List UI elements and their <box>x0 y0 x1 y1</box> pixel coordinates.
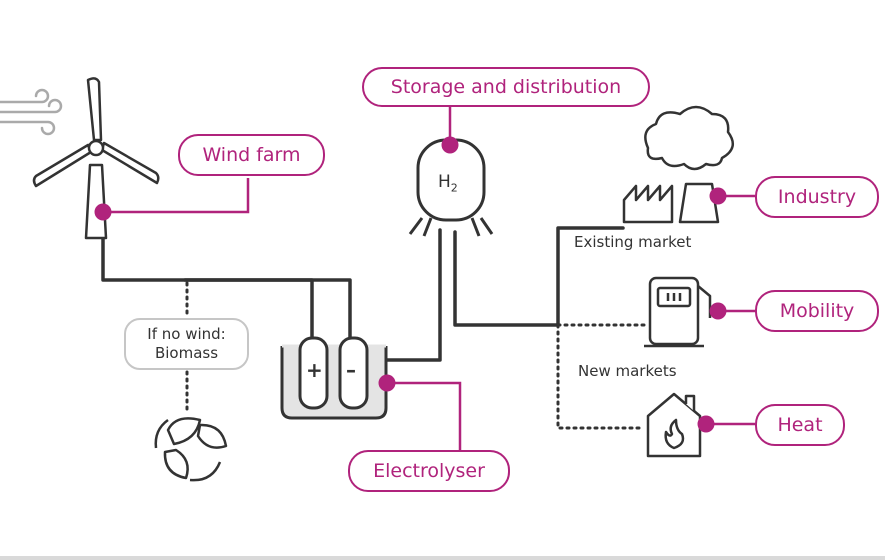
wind-farm-label: Wind farm <box>178 134 325 176</box>
recycle-leaves-icon <box>154 417 228 482</box>
h2-label: H2 <box>438 172 458 194</box>
heat-label: Heat <box>755 404 845 446</box>
bottom-border <box>0 556 885 560</box>
industry-label: Industry <box>755 176 879 218</box>
new-markets-label: New markets <box>578 362 677 380</box>
existing-market-line <box>556 226 625 327</box>
electrolyser-minus: – <box>346 358 356 382</box>
wind-turbine-icon <box>32 77 160 240</box>
house-flame-icon <box>646 392 702 458</box>
new-markets-dotted-line-2 <box>556 323 642 430</box>
biomass-line-1: If no wind: <box>147 325 226 343</box>
hydrogen-tank-icon <box>408 138 494 237</box>
heat-dot <box>697 415 715 433</box>
fuel-pump-icon <box>644 276 712 348</box>
storage-label: Storage and distribution <box>362 67 650 107</box>
existing-market-label: Existing market <box>574 233 692 251</box>
wind-lines-icon <box>0 88 63 136</box>
electrolyser-plus: + <box>306 358 323 382</box>
h2-main: H <box>438 172 451 192</box>
electrolyser-leader <box>387 381 462 452</box>
factory-icon <box>622 105 735 224</box>
electrolyser-dot <box>378 374 396 392</box>
wind-to-electrolyser-line-2 <box>183 278 352 342</box>
wind-leader <box>105 178 250 214</box>
biomass-line-2: Biomass <box>154 344 219 362</box>
biomass-label: If no wind: Biomass <box>124 318 249 370</box>
wind-dot <box>94 203 112 221</box>
h2-sub: 2 <box>450 181 458 195</box>
storage-to-market-line <box>453 230 560 327</box>
mobility-dot <box>709 302 727 320</box>
industry-dot <box>709 187 727 205</box>
mobility-label: Mobility <box>755 290 879 332</box>
electrolyser-to-storage-line <box>383 228 442 362</box>
storage-dot <box>441 136 459 154</box>
electrolyser-icon <box>280 336 388 420</box>
electrolyser-label: Electrolyser <box>348 450 510 492</box>
